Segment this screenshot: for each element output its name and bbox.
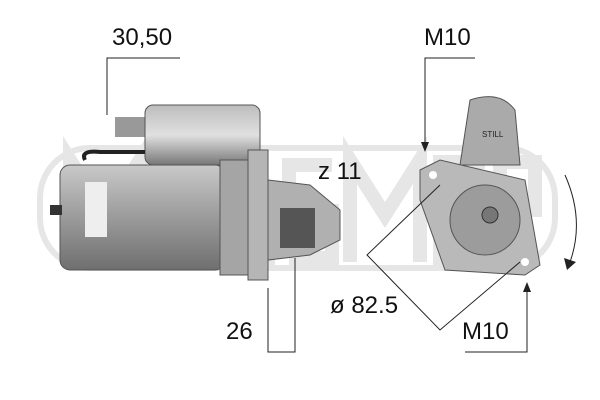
pinion-length-label: 26 (226, 318, 253, 345)
dimension-lines (106, 57, 577, 353)
terminal-label: 30,50 (112, 24, 173, 51)
nameplate-text: STILL (482, 130, 504, 139)
dimension-arrows (421, 142, 576, 292)
teeth-label: z 11 (318, 158, 362, 185)
diameter-label: ø 82.5 (330, 292, 399, 319)
top-thread-label: M10 (424, 24, 471, 51)
starter-front-view: STILL (419, 96, 541, 276)
bottom-thread-label: M10 (462, 318, 509, 345)
starter-side-view (50, 104, 341, 281)
